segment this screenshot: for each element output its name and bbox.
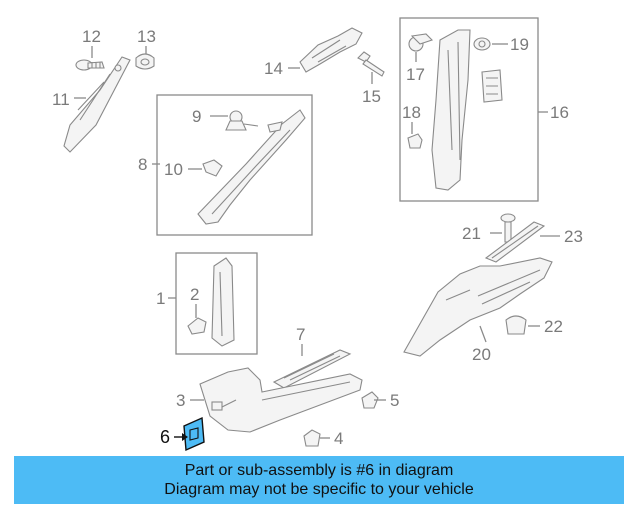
part-6-highlighted [183, 416, 205, 452]
callout-20: 20 [472, 345, 491, 364]
callout-15: 15 [362, 87, 381, 106]
callout-1: 1 [156, 289, 165, 308]
callout-10: 10 [164, 160, 183, 179]
callout-13: 13 [137, 27, 156, 46]
callout-17: 17 [406, 65, 425, 84]
callout-8: 8 [138, 155, 147, 174]
leader-lines [74, 43, 560, 441]
group-box-1 [175, 252, 258, 355]
part-18-clip [407, 133, 423, 149]
part-10-bracket [202, 159, 223, 177]
callout-2: 2 [190, 285, 199, 304]
callout-11: 11 [52, 90, 70, 109]
callout-19: 19 [510, 35, 529, 54]
part-16-b-pillar-trim [431, 29, 503, 191]
part-8-pillar-trim [197, 109, 306, 225]
callout-14: 14 [264, 59, 283, 78]
group-box-16 [399, 17, 539, 202]
callout-23: 23 [564, 227, 583, 246]
part-14-upper-trim [299, 27, 363, 73]
banner-line-2: Diagram may not be specific to your vehi… [164, 481, 474, 498]
callout-18: 18 [402, 103, 421, 122]
banner-line-1: Part or sub-assembly is #6 in diagram [184, 462, 454, 479]
part-4-clip [303, 429, 321, 447]
callout-3: 3 [176, 391, 185, 410]
part-20-rear-sill [403, 257, 553, 357]
callout-16: 16 [550, 103, 569, 122]
callout-9: 9 [192, 107, 201, 126]
info-banner: Part or sub-assembly is #6 in diagram Di… [14, 456, 624, 504]
part-17-pushpin [408, 33, 434, 52]
part-7-sill-strip [272, 349, 352, 389]
callout-22: 22 [544, 317, 563, 336]
part-22-grommet [505, 315, 527, 335]
callout-4: 4 [334, 429, 343, 448]
callout-7: 7 [296, 325, 305, 344]
part-15-bolt [357, 51, 385, 77]
part-5-clip [361, 391, 379, 409]
part-12-screw [75, 59, 105, 71]
callout-12: 12 [82, 27, 101, 46]
part-3-lower-trim [199, 367, 363, 433]
callout-21: 21 [462, 224, 481, 243]
group-box-8 [156, 94, 313, 236]
callout-6: 6 [160, 427, 170, 447]
part-13-clip [135, 53, 155, 70]
part-19-grommet [473, 37, 491, 51]
part-9-clip [225, 110, 259, 131]
part-1-pillar-trim [211, 257, 235, 347]
part-2-clip [187, 317, 207, 335]
part-11-trim [63, 56, 131, 153]
callout-5: 5 [390, 391, 399, 410]
part-23-scuff-strip [484, 221, 546, 263]
